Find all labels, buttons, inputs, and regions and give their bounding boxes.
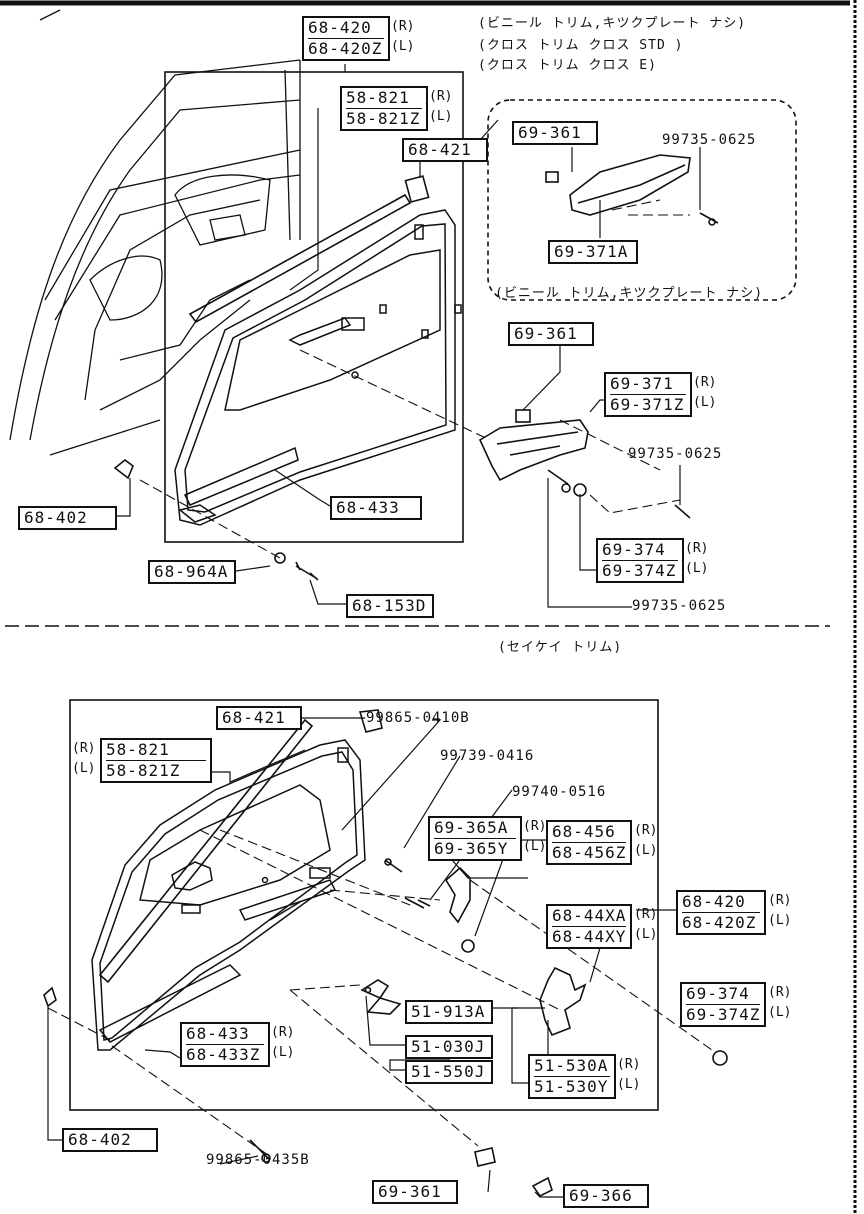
bottom-weatherstrip-drawing (98, 709, 383, 984)
bottom-guide-lines (47, 829, 713, 1156)
part-label-99739-0416: 99739-0416 (440, 748, 535, 764)
part-label-99735-b: 99735-0625 (632, 598, 727, 614)
part-label-99735-a: 99735-0625 (628, 446, 723, 462)
part-label-69-361-inset: 69-361 (512, 121, 598, 145)
side-indicator: (R)(L) (768, 893, 792, 928)
side-indicator: (R)(L) (634, 823, 658, 858)
part-label-68-421: 68-421 (402, 138, 488, 162)
part-label-69-371a: 69-371A (548, 240, 638, 264)
bottom-door-trim-drawing (91, 739, 366, 1051)
side-indicator: (R)(L) (72, 741, 96, 776)
part-label-69-361-b: 69-361 (372, 1180, 458, 1204)
inset-note: (ビニール トリム,キツクプレート ナシ) (495, 286, 764, 301)
inset-armrest-drawing (545, 154, 719, 226)
top-door-trim-drawing (174, 209, 462, 526)
section2-note: (セイケイ トリム) (498, 640, 623, 655)
side-indicator: (R)(L) (271, 1025, 295, 1060)
side-indicator: (R)(L) (429, 89, 453, 124)
part-label-51-030j: 51-030J (405, 1035, 493, 1059)
top-clip-402 (113, 458, 134, 480)
part-label-99865-0410b: 99865-0410B (366, 710, 470, 726)
top-panel-frame (164, 71, 464, 543)
side-indicator: (R)(L) (391, 19, 415, 54)
top-washer-964a (274, 552, 286, 564)
part-label-68-421-b: 68-421 (216, 706, 302, 730)
part-label-68-433: 68-433 (330, 496, 422, 520)
car-body-outline (9, 9, 301, 456)
part-label-68-402-b: 68-402 (62, 1128, 158, 1152)
top-guide-lines (139, 199, 690, 559)
side-indicator: (R)(L) (685, 541, 709, 576)
part-label-69-366: 69-366 (563, 1184, 649, 1208)
part-label-68-964a: 68-964A (148, 560, 236, 584)
top-note-cloth-std: (クロス トリム クロス STD ) (478, 38, 684, 53)
bottom-hardware-drawing (43, 823, 728, 1198)
top-note-vinyl: (ビニール トリム,キツクプレート ナシ) (478, 16, 747, 31)
part-label-69-361: 69-361 (508, 322, 594, 346)
side-indicator: (R)(L) (693, 375, 717, 410)
side-indicator: (R)(L) (768, 985, 792, 1020)
top-screw-153d (295, 561, 319, 581)
bottom-panel-frame (69, 699, 659, 1111)
side-indicator: (R)(L) (617, 1057, 641, 1092)
side-indicator: (R)(L) (634, 907, 658, 942)
inset-box (487, 99, 797, 301)
part-label-51-550j: 51-550J (405, 1060, 493, 1084)
top-leader-lines (117, 64, 701, 608)
top-note-cloth-e: (クロス トリム クロス E) (478, 58, 657, 73)
part-label-99865-0435b: 99865-0435B (206, 1152, 310, 1168)
side-indicator: (R)(L) (523, 819, 547, 854)
top-weatherstrip-drawing (188, 175, 430, 324)
part-label-68-153d: 68-153D (346, 594, 434, 618)
part-label-51-913a: 51-913A (405, 1000, 493, 1024)
part-label-99735-inset: 99735-0625 (662, 132, 757, 148)
top-armrest-drawing (478, 409, 691, 519)
part-label-99740-0516: 99740-0516 (512, 784, 607, 800)
part-label-68-402: 68-402 (18, 506, 117, 530)
bottom-leader-lines (47, 717, 676, 1198)
